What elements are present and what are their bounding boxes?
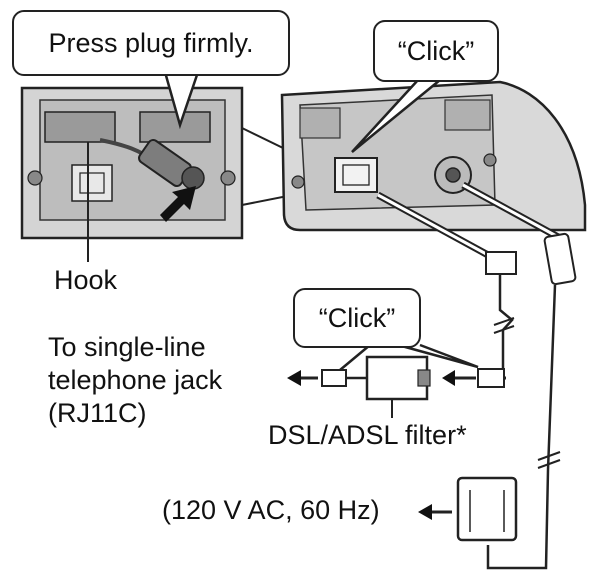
press-plug-callout: Press plug firmly. [12, 10, 290, 76]
dc-plug [543, 232, 577, 286]
click-top-callout: “Click” [373, 20, 499, 82]
click-top-pointer [351, 79, 441, 153]
insert-arrow-icon [442, 370, 455, 386]
power-arrow-icon [418, 504, 432, 520]
jack-label-line1: To single-line [48, 332, 206, 362]
dsl-filter [365, 355, 431, 418]
ac-adaptor [456, 476, 518, 542]
modular-jack-inset [71, 164, 113, 202]
power-label: (120 V AC, 60 Hz) [162, 495, 380, 525]
line-cord-plug [485, 251, 517, 275]
jack-label-line3: (RJ11C) [48, 398, 147, 428]
jack-label-line2: telephone jack [48, 365, 223, 395]
hook-label: Hook [54, 265, 118, 295]
filter-label: DSL/ADSL filter* [268, 420, 467, 450]
click-mid-callout: “Click” [293, 288, 421, 348]
base-unit-rear [280, 80, 587, 232]
hook-slot [44, 111, 116, 143]
hook-inset [20, 86, 244, 240]
filter-input-plug [477, 368, 505, 388]
push-arrow-icon [160, 186, 196, 222]
tel-line-jack [334, 157, 378, 193]
click-mid-pointer [397, 343, 479, 369]
press-callout-pointer [163, 71, 200, 130]
to-jack-arrow-icon [287, 370, 301, 386]
